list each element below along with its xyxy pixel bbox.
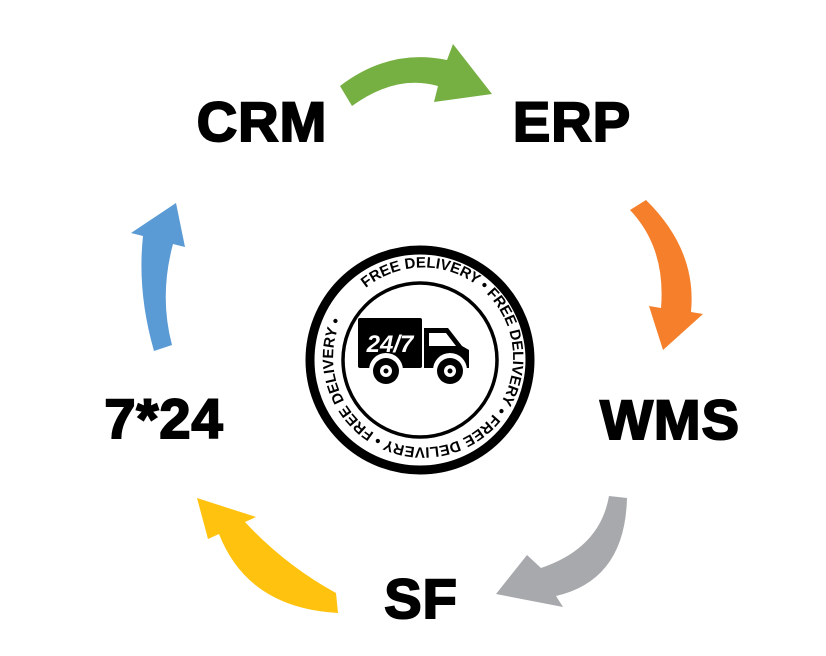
truck-front-axle	[447, 368, 453, 374]
truck-rear-axle	[383, 368, 389, 374]
arrow-sf-to-support	[197, 498, 338, 613]
truck-24-7-label: 24/7	[366, 331, 415, 358]
node-sf: SF	[383, 567, 458, 630]
badge-outer-ring	[305, 245, 535, 475]
arrow-erp-to-wms	[630, 200, 703, 350]
arrow-support-to-crm	[131, 203, 185, 351]
arrow-wms-to-sf	[496, 496, 627, 607]
node-erp: ERP	[512, 90, 632, 153]
truck-window	[429, 333, 456, 346]
arrow-crm-to-erp	[340, 44, 492, 106]
truck-cargo-box	[358, 318, 422, 368]
truck-icon: 24/7	[358, 318, 469, 387]
node-crm: CRM	[196, 90, 328, 153]
badge-inner-ring	[341, 281, 499, 439]
free-delivery-badge: FREE DELIVERY • FREE DELIVERY • FREE DEL…	[305, 245, 535, 475]
node-7-24: 7*24	[103, 387, 224, 450]
node-wms: WMS	[599, 388, 740, 451]
